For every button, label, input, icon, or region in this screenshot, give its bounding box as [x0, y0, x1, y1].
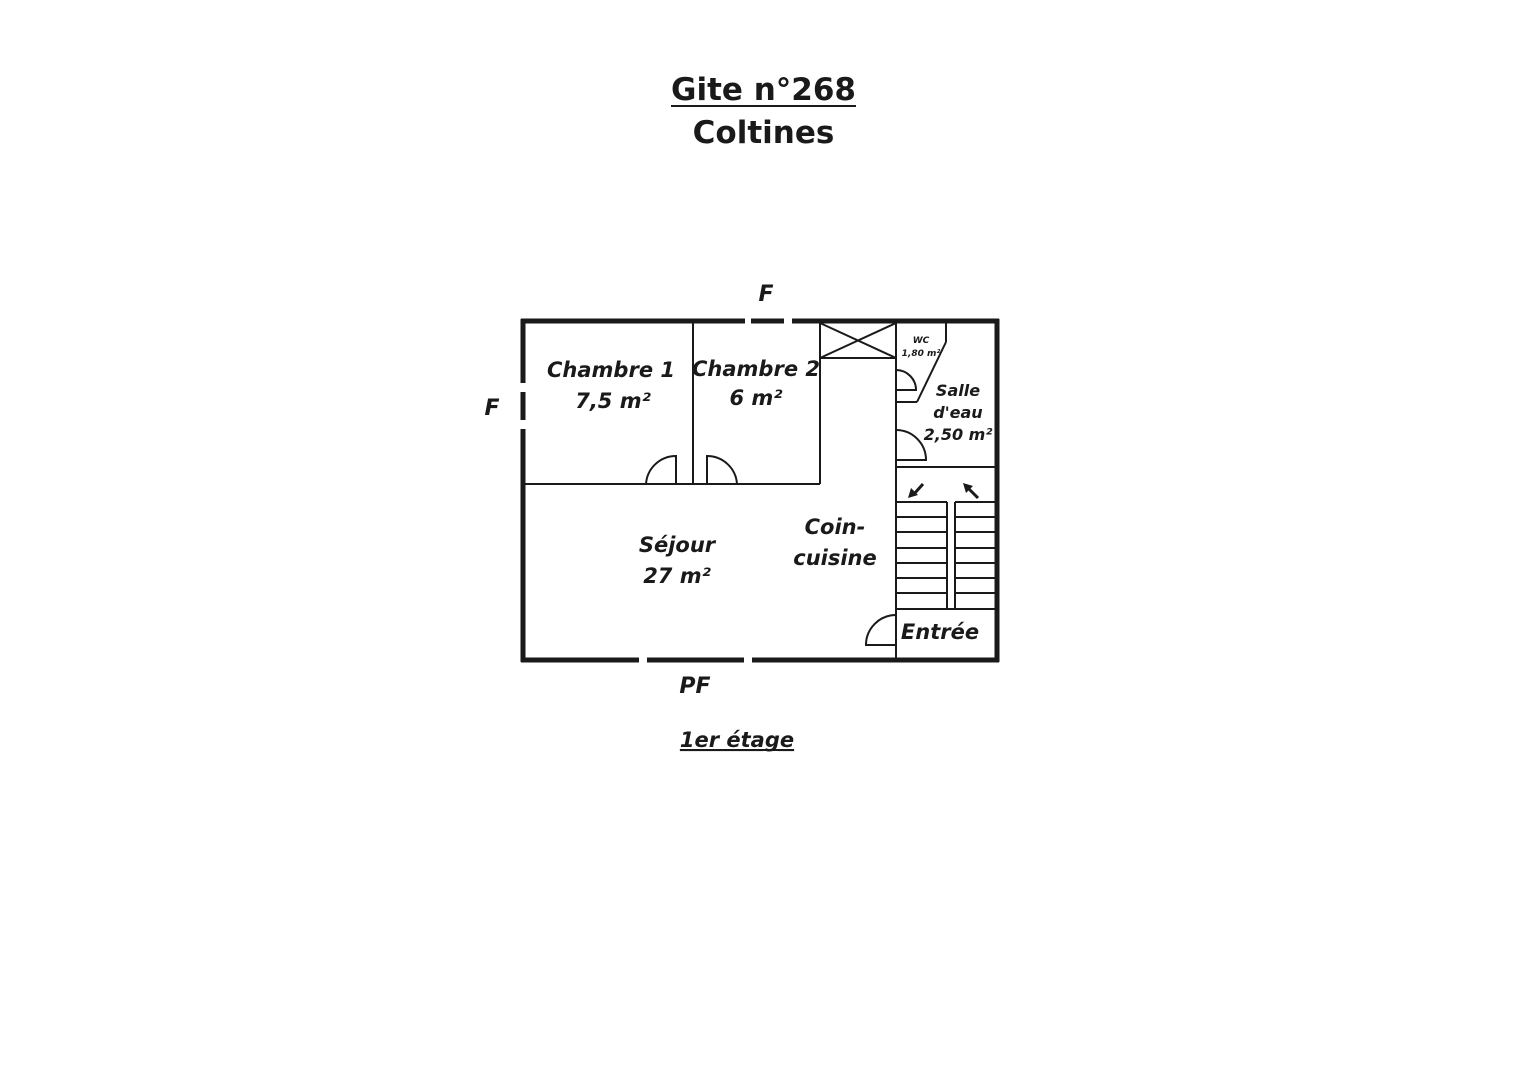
door-wc: [895, 369, 918, 391]
door-chambre-2: [706, 454, 738, 485]
plan-subtitle: Coltines: [692, 115, 835, 151]
plan-title: Gite n°268: [671, 72, 856, 108]
stair-arrow-down-icon: [908, 482, 925, 498]
french-door-label: PF: [679, 674, 710, 699]
window-label-top: F: [758, 282, 773, 307]
room-chambre-2-area: 6 m²: [729, 386, 783, 410]
door-chambre-1: [645, 454, 677, 485]
window-label-left: F: [484, 396, 499, 421]
exterior-walls: [520, 318, 1000, 663]
room-chambre-2-name: Chambre 2: [692, 357, 820, 381]
room-wc-area: 1,80 m²: [902, 349, 941, 359]
door-salle-eau: [895, 429, 928, 461]
floor-level-label: 1er étage: [680, 728, 794, 752]
stair-arrow-up-icon: [963, 483, 980, 500]
room-sejour-name: Séjour: [639, 533, 717, 557]
room-chambre-1-name: Chambre 1: [547, 358, 675, 382]
room-coin-cuisine-line1: Coin-: [805, 515, 866, 539]
room-salle-eau-line2: d'eau: [933, 403, 982, 422]
room-coin-cuisine-line2: cuisine: [793, 546, 877, 570]
room-salle-eau-line1: Salle: [936, 381, 980, 400]
room-entree-name: Entrée: [901, 620, 979, 644]
room-salle-eau-area: 2,50 m²: [924, 425, 993, 444]
room-chambre-1-area: 7,5 m²: [575, 389, 651, 413]
interior-walls: [523, 323, 995, 658]
room-sejour-area: 27 m²: [643, 564, 711, 588]
void-cross: [819, 322, 897, 359]
door-entree: [864, 614, 897, 646]
room-wc-name: WC: [913, 336, 930, 346]
staircase: [896, 501, 995, 610]
